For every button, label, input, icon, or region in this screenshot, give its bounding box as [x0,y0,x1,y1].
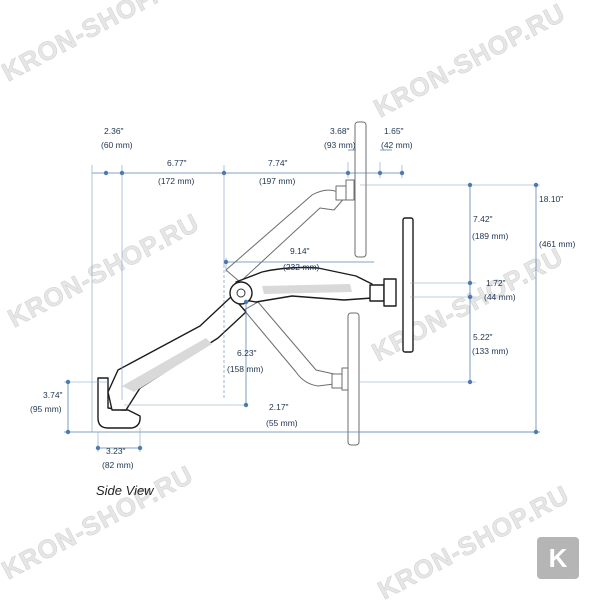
watermark: KRON-SHOP.RU [367,241,569,367]
dim-374-mm: (95 mm) [30,404,62,414]
dim-368-in: 3.68" [330,126,350,136]
dim-1810-in: 18.10" [539,194,563,204]
dim-368-mm: (93 mm) [324,140,356,150]
dim-914-in: 9.14" [290,246,310,256]
logo-letter: K [548,543,568,573]
vesa-plate [383,278,397,307]
monitor-arm [97,217,414,429]
watermark: KRON-SHOP.RU [0,0,198,87]
ghost-arm-upper [225,121,367,283]
dim-217-in: 2.17" [269,402,289,412]
watermark: KRON-SHOP.RU [369,0,571,123]
dim-165-mm: (42 mm) [381,140,413,150]
watermark: KRON-SHOP.RU [3,207,205,333]
dim-165-in: 1.65" [384,126,404,136]
watermark: KRON-SHOP.RU [0,459,198,585]
dim-742-in: 7.42" [473,214,493,224]
view-label: Side View [96,483,155,498]
dim-774-mm: (197 mm) [259,176,296,186]
extension-arm [235,266,373,303]
dim-522-in: 5.22" [473,332,493,342]
dim-172-in: 1.72" [486,278,506,288]
monitor-side [402,217,414,353]
dim-1810-mm: (461 mm) [539,239,576,249]
dimension-lines [64,149,540,452]
dim-374-in: 3.74" [43,390,63,400]
dim-323-in: 3.23" [106,446,126,456]
dim-236-in: 2.36" [104,126,124,136]
dim-623-in: 6.23" [237,348,257,358]
wall-mount-base [97,377,141,429]
dim-677-in: 6.77" [167,158,187,168]
dim-323-mm: (82 mm) [102,460,134,470]
tilter-joint [369,284,385,302]
dim-172-mm: (44 mm) [484,292,516,302]
dim-236-mm: (60 mm) [101,140,133,150]
dim-623-mm: (158 mm) [227,364,264,374]
brand-logo: K [537,537,579,579]
dim-522-mm: (133 mm) [472,346,509,356]
ghost-arm-lower [243,301,360,446]
dim-217-mm: (55 mm) [266,418,298,428]
dim-774-in: 7.74" [268,158,288,168]
dim-677-mm: (172 mm) [158,176,195,186]
dimension-labels: 2.36" (60 mm) 6.77" (172 mm) 7.74" (197 … [30,126,576,470]
lower-arm [107,295,247,411]
dim-742-mm: (189 mm) [472,231,509,241]
dim-914-mm: (232 mm) [283,262,320,272]
